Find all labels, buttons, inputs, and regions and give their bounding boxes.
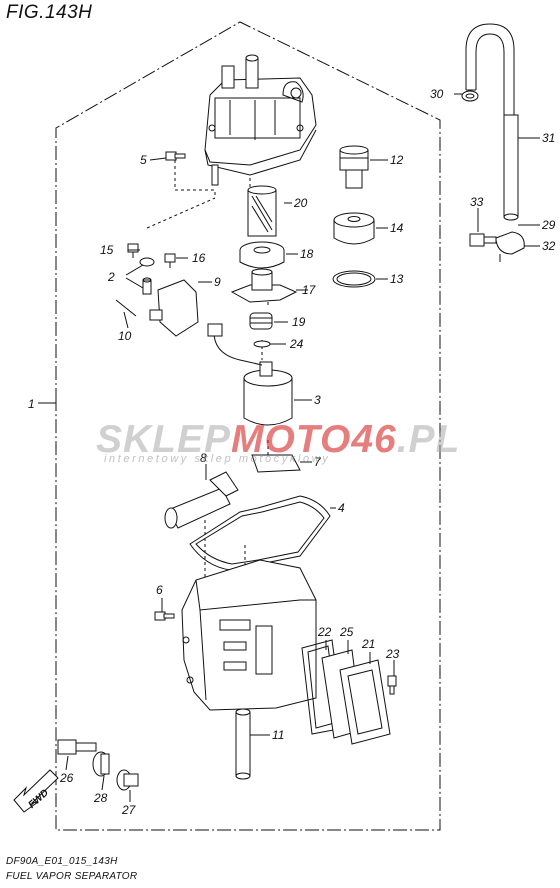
part-pipe [235, 708, 251, 780]
callout-1: 1 [28, 397, 35, 411]
part-bolt-26 [57, 739, 97, 755]
figure-name: FUEL VAPOR SEPARATOR [6, 871, 138, 882]
callout-9: 9 [214, 275, 221, 289]
callout-27: 27 [121, 803, 137, 817]
callout-28: 28 [93, 791, 108, 805]
part-bolt-33 [469, 233, 497, 247]
leader-lines [38, 93, 540, 802]
callout-19: 19 [292, 315, 306, 329]
callout-6: 6 [156, 583, 163, 597]
callout-30: 30 [430, 87, 444, 101]
callout-2: 2 [107, 270, 115, 284]
part-grommet-2 [139, 257, 155, 295]
callout-25: 25 [339, 625, 354, 639]
part-cover-unit [204, 54, 317, 186]
part-plate [251, 454, 301, 473]
callout-18: 18 [300, 247, 314, 261]
part-hose [465, 23, 519, 221]
callout-7: 7 [314, 455, 322, 469]
part-clamp [495, 231, 525, 262]
part-housing [181, 559, 317, 711]
callout-13: 13 [390, 272, 404, 286]
part-grommet-28 [92, 751, 110, 777]
part-ring [253, 340, 271, 348]
fwd-arrow [13, 769, 59, 813]
callout-33: 33 [470, 195, 484, 209]
callout-29: 29 [541, 218, 556, 232]
callout-23: 23 [385, 647, 400, 661]
part-gasket [189, 495, 331, 571]
part-screw-6 [154, 611, 175, 621]
part-float [239, 241, 285, 269]
callout-20: 20 [293, 196, 308, 210]
callout-15: 15 [100, 243, 114, 257]
part-pump-filter [164, 471, 239, 529]
part-holder [333, 212, 375, 245]
callout-16: 16 [192, 251, 206, 265]
callout-24: 24 [289, 337, 304, 351]
assembly-boundary [55, 21, 441, 831]
part-o-ring [332, 270, 376, 288]
part-filter [247, 185, 277, 237]
part-hose-clip [461, 90, 479, 102]
callout-12: 12 [390, 153, 404, 167]
callout-3: 3 [314, 393, 321, 407]
callout-14: 14 [390, 221, 404, 235]
callout-22: 22 [317, 625, 332, 639]
callout-26: 26 [59, 771, 74, 785]
part-valve [339, 145, 369, 189]
callout-31: 31 [542, 131, 555, 145]
watermark-tagline: internetowy sklep motocyklowy [104, 453, 331, 465]
part-screw-23 [387, 675, 397, 695]
callout-10: 10 [118, 329, 132, 343]
callout-11: 11 [272, 728, 284, 742]
part-side-cover [339, 659, 391, 745]
watermark-brand: SKLEPMOTO46.PL [96, 418, 461, 461]
part-screw-5 [165, 151, 186, 161]
callout-21: 21 [361, 637, 375, 651]
callout-32: 32 [542, 239, 556, 253]
callout-4: 4 [338, 501, 345, 515]
figure-title: FIG.143H [6, 2, 93, 23]
figure-code: DF90A_E01_015_143H [6, 856, 118, 867]
callout-17: 17 [302, 283, 317, 297]
part-collar-27 [116, 769, 139, 791]
part-lever [230, 268, 298, 303]
part-sensor [149, 279, 199, 337]
part-seal [249, 312, 273, 330]
part-pin [115, 299, 137, 317]
part-screw-16 [164, 253, 176, 268]
callout-5: 5 [140, 153, 147, 167]
callout-8: 8 [200, 451, 207, 465]
part-screw-15 [127, 243, 139, 258]
part-fuel-pump [207, 323, 293, 426]
